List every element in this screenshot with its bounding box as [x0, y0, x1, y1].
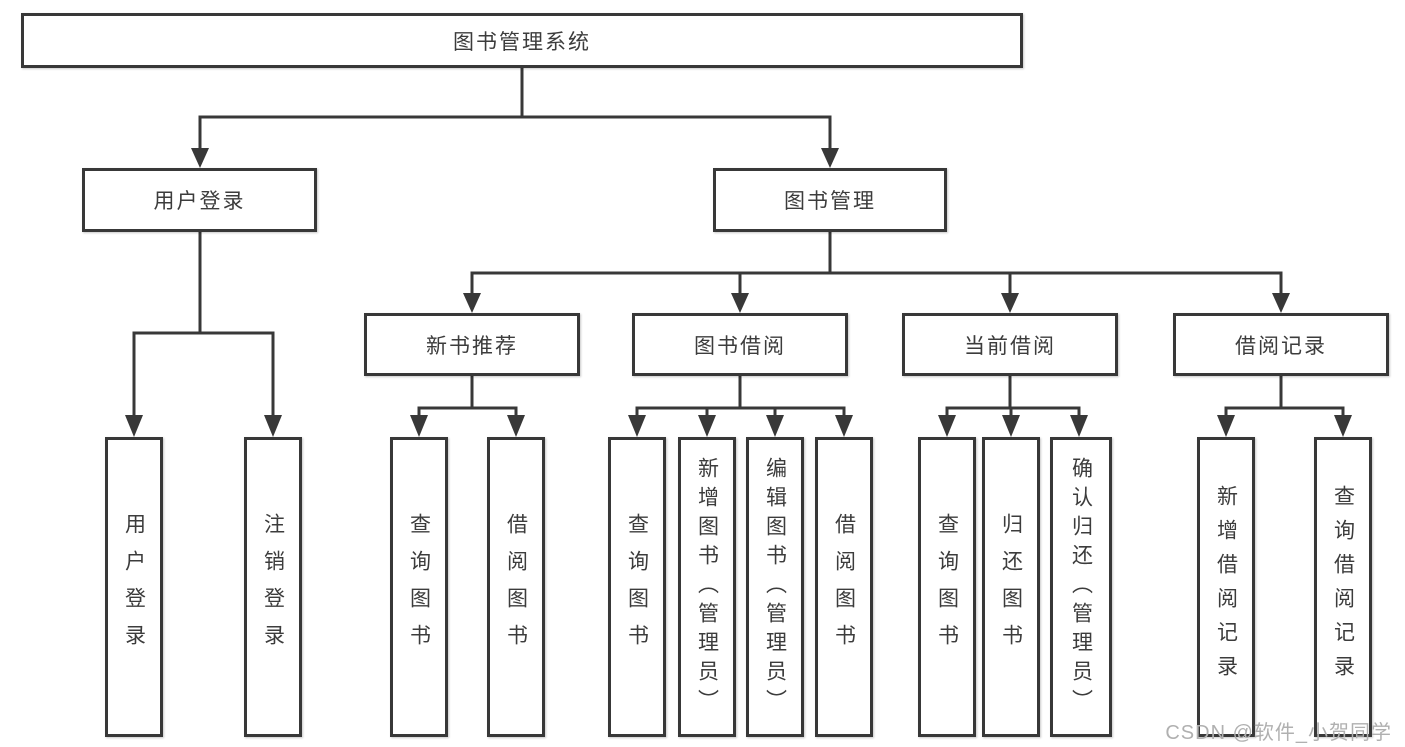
leaf-query-books-current: 查询图书 — [918, 437, 976, 737]
leaf-query-books-newbooks-label: 查询图书 — [407, 513, 431, 661]
leaf-add-borrow-record-label: 新增借阅记录 — [1214, 485, 1238, 689]
node-current-borrow: 当前借阅 — [902, 313, 1118, 376]
leaf-logout-label: 注销登录 — [261, 513, 285, 661]
leaf-user-login: 用户登录 — [105, 437, 163, 737]
node-system-root-label: 图书管理系统 — [453, 30, 591, 54]
leaf-query-books-borrow: 查询图书 — [608, 437, 666, 737]
leaf-add-borrow-record: 新增借阅记录 — [1197, 437, 1255, 737]
leaf-borrow-books-borrow: 借阅图书 — [815, 437, 873, 737]
leaf-return-book-label: 归还图书 — [999, 513, 1023, 661]
leaf-query-books-borrow-label: 查询图书 — [625, 513, 649, 661]
leaf-query-books-current-label: 查询图书 — [935, 513, 959, 661]
leaf-borrow-books-newbooks: 借阅图书 — [487, 437, 545, 737]
node-user-login-label: 用户登录 — [153, 190, 246, 213]
leaf-borrow-books-borrow-label: 借阅图书 — [832, 513, 856, 661]
node-current-borrow-label: 当前借阅 — [964, 334, 1056, 358]
leaf-query-books-newbooks: 查询图书 — [390, 437, 448, 737]
leaf-add-book-admin-label: 新增图书（管理员） — [695, 456, 719, 718]
node-system-root: 图书管理系统 — [21, 13, 1023, 68]
node-user-login: 用户登录 — [82, 168, 317, 232]
node-borrow-records-label: 借阅记录 — [1235, 334, 1327, 358]
node-book-borrow: 图书借阅 — [632, 313, 848, 376]
node-borrow-records: 借阅记录 — [1173, 313, 1389, 376]
leaf-edit-book-admin: 编辑图书（管理员） — [746, 437, 804, 737]
node-book-management-label: 图书管理 — [784, 190, 876, 213]
leaf-edit-book-admin-label: 编辑图书（管理员） — [763, 456, 787, 718]
node-book-borrow-label: 图书借阅 — [694, 334, 786, 358]
leaf-query-borrow-record-label: 查询借阅记录 — [1331, 485, 1355, 689]
leaf-return-book: 归还图书 — [982, 437, 1040, 737]
leaf-borrow-books-newbooks-label: 借阅图书 — [504, 513, 528, 661]
node-new-book-recommend: 新书推荐 — [364, 313, 580, 376]
leaf-add-book-admin: 新增图书（管理员） — [678, 437, 736, 737]
leaf-confirm-return-admin: 确认归还（管理员） — [1050, 437, 1112, 737]
node-book-management: 图书管理 — [713, 168, 947, 232]
leaf-logout: 注销登录 — [244, 437, 302, 737]
csdn-watermark: CSDN @软件_小贺同学 — [1165, 722, 1392, 744]
leaf-confirm-return-admin-label: 确认归还（管理员） — [1069, 456, 1093, 718]
node-new-book-recommend-label: 新书推荐 — [426, 334, 518, 358]
leaf-query-borrow-record: 查询借阅记录 — [1314, 437, 1372, 737]
leaf-user-login-label: 用户登录 — [122, 513, 146, 661]
